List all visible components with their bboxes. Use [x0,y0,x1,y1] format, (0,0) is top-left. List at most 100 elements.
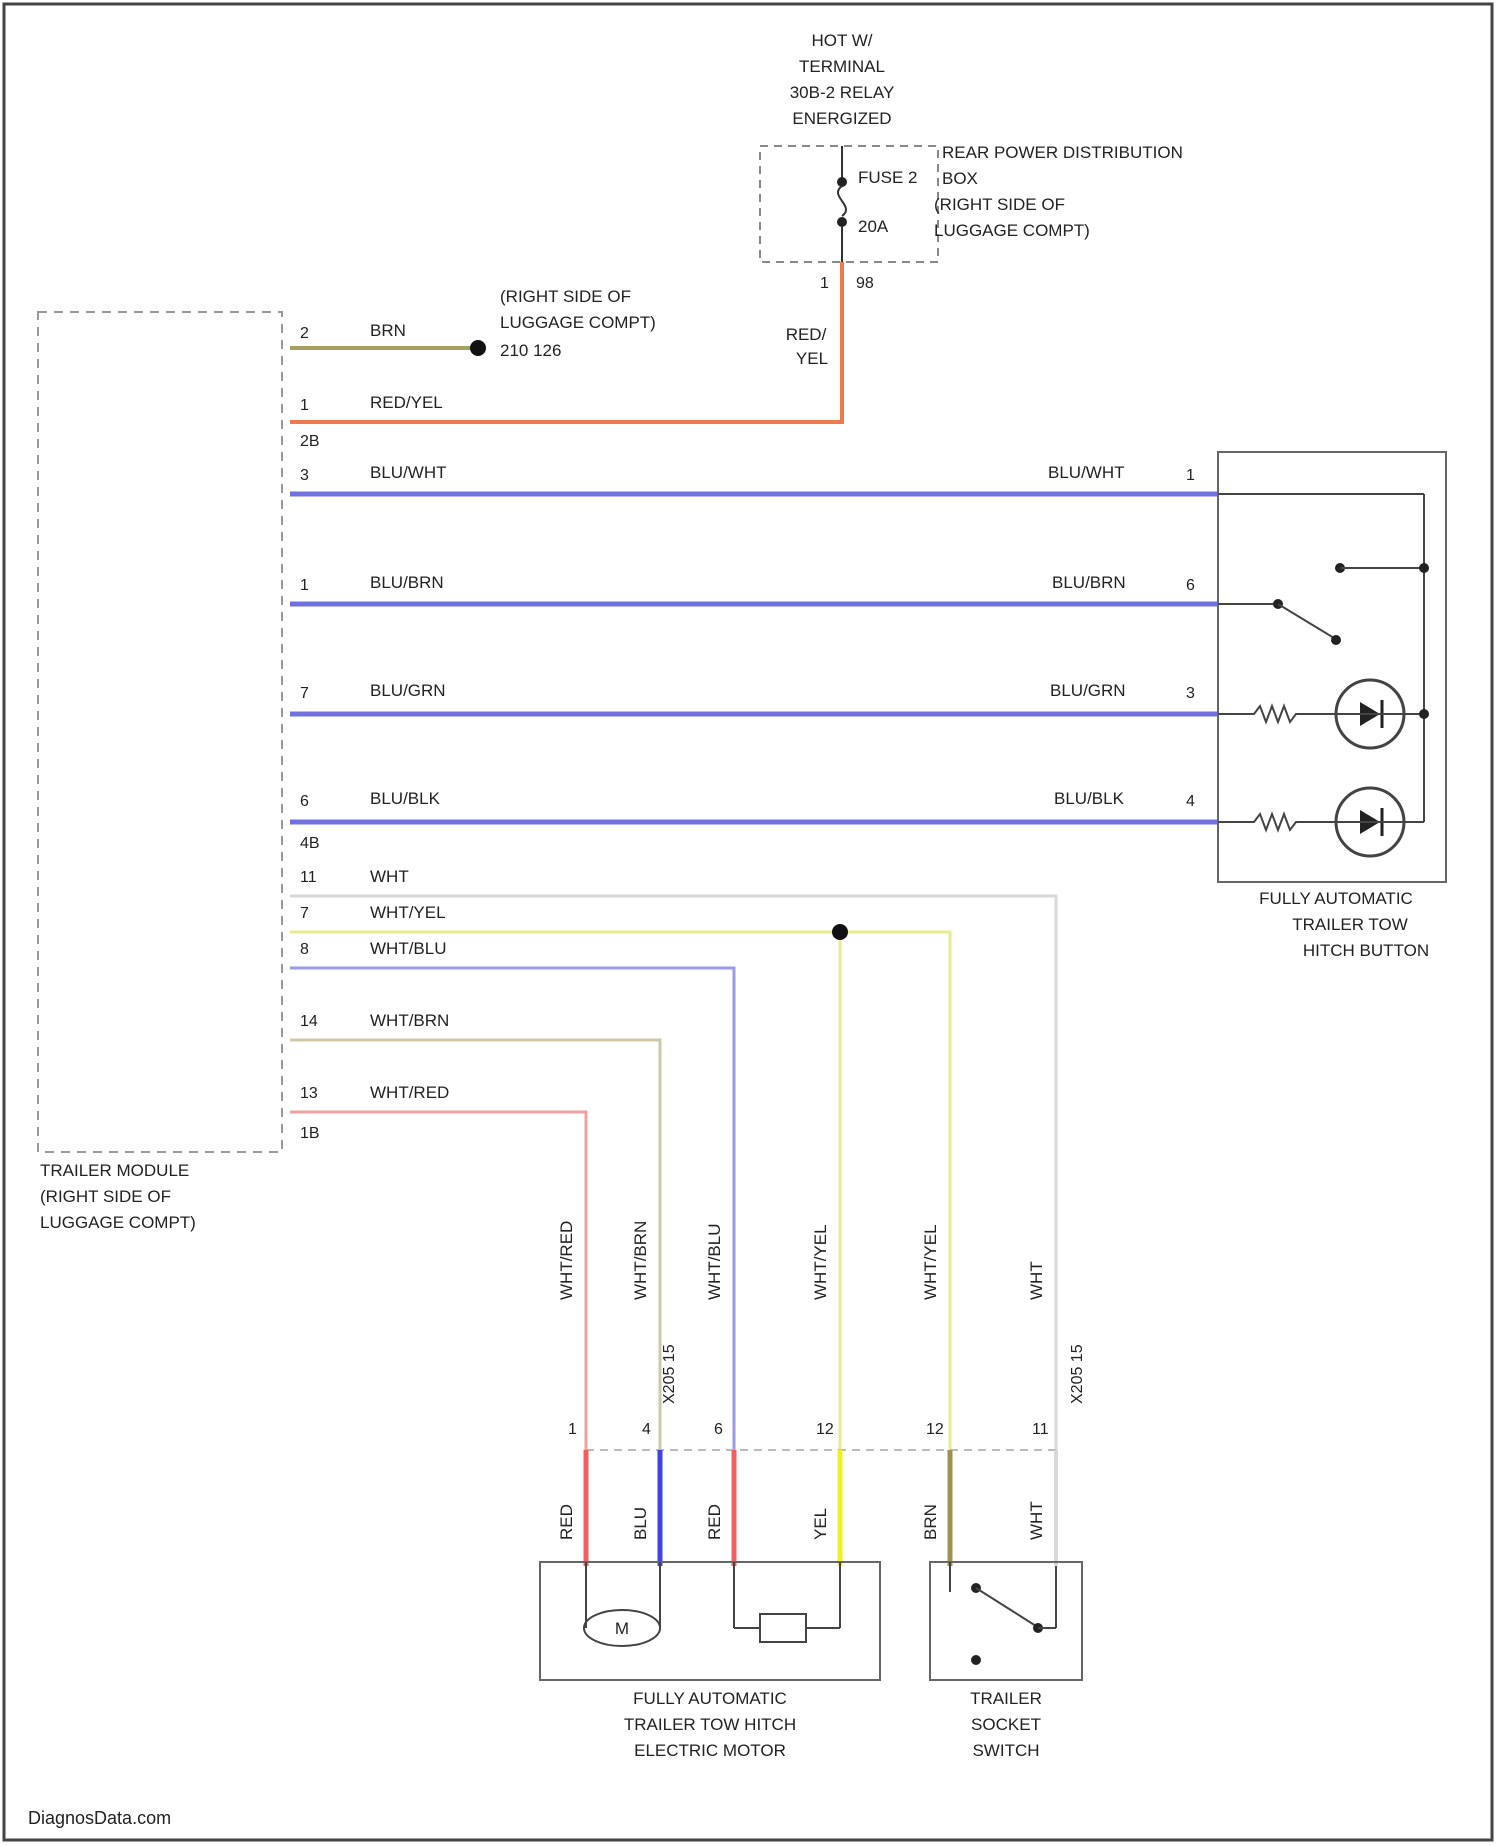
fuse-name: FUSE 2 [858,168,918,187]
wire-color-label: WHT/YEL [370,903,446,922]
resistor-icon [1218,814,1336,830]
distribution-label-line-4: LUGGAGE COMPT) [934,221,1090,240]
wire-pin: 2 [300,325,309,342]
ground-splice-dot [470,340,486,356]
wire-wht-brn: 14 WHT/BRN [290,1011,660,1450]
hot-label-line-2: TERMINAL [799,57,885,76]
connector-pin: 6 [714,1421,723,1438]
connector-pin: 12 [926,1421,944,1438]
vertical-label-lower: WHT [1027,1501,1046,1540]
fuse-icon [838,186,846,216]
socket-switch-label-3: SWITCH [972,1741,1039,1760]
wire-red-yel: 1 RED/YEL [290,262,842,422]
vertical-label-upper: WHT/YEL [921,1224,940,1300]
hot-label-line-4: ENERGIZED [792,109,891,128]
wire-pin: 7 [300,685,309,702]
red-yel-vertical-label-1: RED/ [786,325,827,344]
resistor-icon [1218,706,1336,722]
heater-element-icon [760,1614,806,1642]
module-connector-c: 1B [300,1125,320,1142]
wire-color-label: BLU/BLK [370,789,441,808]
button-label-2: TRAILER TOW [1292,915,1408,934]
wire-pin: 3 [300,467,309,484]
motor-label-2: TRAILER TOW HITCH [624,1715,796,1734]
bottom-connector-b: X205 15 [1069,1344,1086,1404]
wire-color-label: RED/YEL [370,393,443,412]
button-wire-pin: 6 [1186,577,1195,594]
button-wire-pin: 3 [1186,685,1195,702]
wire-pin: 14 [300,1013,318,1030]
wire-color-label: BLU/WHT [370,463,447,482]
button-wire-pin: 4 [1186,793,1195,810]
vertical-label-lower: BLU [631,1507,650,1540]
power-distribution-box: HOT W/ TERMINAL 30B-2 RELAY ENERGIZED FU… [760,31,1183,292]
wire-wht-red: 13 WHT/RED [290,1083,586,1450]
wire-blu-grn: 7 BLU/GRN BLU/GRN 3 [290,681,1218,714]
wire-blu-wht: 3 BLU/WHT BLU/WHT 1 [290,463,1218,494]
red-yel-vertical-label-2: YEL [796,349,828,368]
button-label-1: FULLY AUTOMATIC [1259,889,1413,908]
socket-switch-outline [930,1562,1082,1680]
fuse-terminal-id: 98 [856,275,874,292]
wire-wht-yel: 7 WHT/YEL [290,903,950,1450]
button-wire-label: BLU/BLK [1054,789,1125,808]
socket-switch-label-2: SOCKET [971,1715,1041,1734]
fuse-box-outline [760,146,938,262]
connector-pin: 11 [1032,1421,1049,1438]
vertical-label-lower: YEL [811,1508,830,1540]
hitch-electric-motor: M FULLY AUTOMATIC TRAILER TOW HITCH ELEC… [540,1562,880,1760]
distribution-label-line-3: (RIGHT SIDE OF [934,195,1065,214]
vertical-label-lower: RED [705,1504,724,1540]
hot-label-line-1: HOT W/ [811,31,872,50]
motor-label-1: FULLY AUTOMATIC [633,1689,787,1708]
module-connector-b: 4B [300,835,320,852]
wire-pin: 8 [300,941,309,958]
hitch-button: FULLY AUTOMATIC TRAILER TOW HITCH BUTTON [1218,452,1446,960]
vertical-label-upper: WHT/RED [557,1221,576,1300]
wire-blu-blk: 6 BLU/BLK BLU/BLK 4 [290,789,1218,822]
fuse-terminal-pin: 1 [820,275,829,292]
wire-pin: 13 [300,1085,318,1102]
button-wire-label: BLU/GRN [1050,681,1126,700]
bottom-connector-a: X205 15 [661,1344,678,1404]
button-wire-label: BLU/WHT [1048,463,1125,482]
socket-switch-icon [976,1588,1036,1626]
trailer-module-label-1: TRAILER MODULE [40,1161,189,1180]
ground-label-1: (RIGHT SIDE OF [500,287,631,306]
hot-label-line-3: 30B-2 RELAY [790,83,895,102]
wire-color-label: WHT [370,867,409,886]
wire-color-label: BLU/BRN [370,573,444,592]
button-switch-icon [1278,604,1334,638]
connector-pin: 12 [816,1421,834,1438]
wire-pin: 6 [300,793,309,810]
connector-pin: 1 [568,1421,577,1438]
vertical-label-upper: WHT/YEL [811,1224,830,1300]
wire-brn: 2 BRN (RIGHT SIDE OF LUGGAGE COMPT) 210 … [290,287,656,360]
distribution-label-line-1: REAR POWER DISTRIBUTION [942,143,1183,162]
vertical-label-upper: WHT/BLU [705,1224,724,1301]
wire-pin: 7 [300,905,309,922]
vertical-label-lower: BRN [921,1504,940,1540]
wire-blu-brn: 1 BLU/BRN BLU/BRN 6 [290,573,1218,604]
button-label-3: HITCH BUTTON [1303,941,1429,960]
motor-label-3: ELECTRIC MOTOR [634,1741,786,1760]
wire-color-label: WHT/BRN [370,1011,449,1030]
motor-outline [540,1562,880,1680]
distribution-label-line-2: BOX [942,169,978,188]
trailer-socket-switch: TRAILER SOCKET SWITCH [930,1562,1082,1760]
wire-color-label: BLU/GRN [370,681,446,700]
hitch-button-outline [1218,452,1446,882]
button-wire-label: BLU/BRN [1052,573,1126,592]
fuse-rating: 20A [858,217,889,236]
fuse-top-terminal [837,177,847,187]
button-wire-pin: 1 [1186,467,1195,484]
trailer-module-label-3: LUGGAGE COMPT) [40,1213,196,1232]
vertical-label-lower: RED [557,1504,576,1540]
module-connector-a: 2B [300,433,320,450]
connector-pin: 4 [642,1421,651,1438]
wire-pin: 1 [300,397,309,414]
wire-pin: 11 [300,869,317,886]
socket-switch-label-1: TRAILER [970,1689,1042,1708]
trailer-module: TRAILER MODULE (RIGHT SIDE OF LUGGAGE CO… [38,312,320,1232]
